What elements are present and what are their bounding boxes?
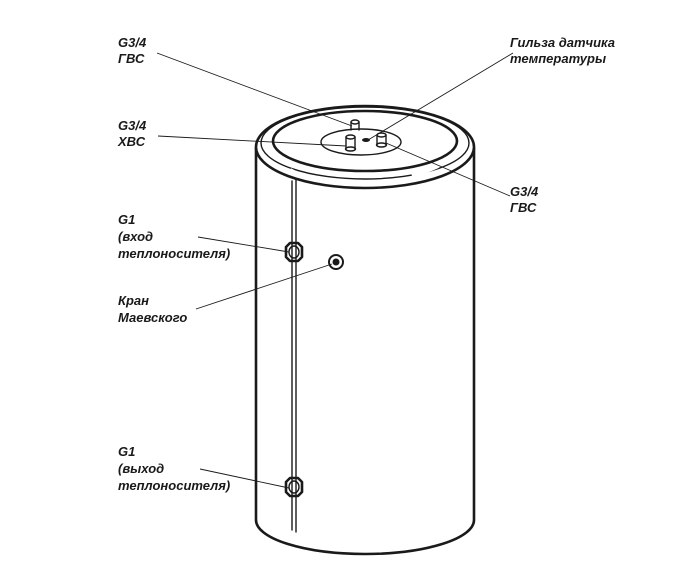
- label-cold-water: G3/4 ХВС: [117, 118, 147, 149]
- label-dhw-right: G3/4 ГВС: [510, 184, 539, 215]
- tank-body: [254, 146, 476, 556]
- label-heat-outlet-line2: (выход: [118, 461, 164, 476]
- leader-dhw-left: [156, 52, 353, 127]
- label-heat-inlet-line2: (вход: [118, 229, 153, 244]
- leader-heat-inlet: [197, 236, 290, 253]
- label-dhw-right-size: G3/4: [510, 184, 539, 199]
- label-cold-water-name: ХВС: [117, 134, 146, 149]
- leader-dhw-right: [385, 142, 511, 197]
- label-heat-outlet-line3: теплоносителя): [118, 478, 230, 493]
- tank-outline: [254, 146, 476, 556]
- leader-sensor: [367, 52, 514, 141]
- leader-heat-outlet: [199, 468, 290, 489]
- label-mayevsky-line1: Кран: [118, 293, 149, 308]
- heat-outlet-fitting: [284, 476, 304, 498]
- leader-mayevsky: [195, 263, 333, 310]
- lid-rim-inner: [260, 106, 470, 180]
- label-dhw-left-size: G3/4: [118, 35, 147, 50]
- label-dhw-left-name: ГВС: [118, 51, 145, 66]
- label-dhw-left: G3/4 ГВС: [118, 35, 147, 66]
- label-heat-inlet-size: G1: [118, 212, 135, 227]
- lid-boss: [320, 128, 402, 156]
- label-mayevsky-line2: Маевского: [118, 310, 187, 325]
- label-heat-outlet-size: G1: [118, 444, 135, 459]
- label-dhw-right-name: ГВС: [510, 200, 537, 215]
- label-heat-outlet: G1 (выход теплоносителя): [118, 444, 230, 493]
- sensor-sleeve: [362, 138, 370, 142]
- label-mayevsky: Кран Маевского: [118, 293, 187, 325]
- lid-outer-rim: [254, 104, 476, 190]
- leader-cold-water: [157, 135, 347, 147]
- label-heat-inlet-line3: теплоносителя): [118, 246, 230, 261]
- label-heat-inlet: G1 (вход теплоносителя): [118, 212, 230, 261]
- label-sensor-line2: температуры: [510, 51, 606, 66]
- cold-water-pipe: [344, 134, 357, 152]
- label-sensor-line1: Гильза датчика: [510, 35, 615, 50]
- label-sensor-sleeve: Гильза датчика температуры: [510, 35, 615, 66]
- label-cold-water-size: G3/4: [118, 118, 147, 133]
- tank-lid: [254, 104, 476, 190]
- lid-plate: [271, 109, 459, 173]
- leader-lines: [156, 52, 514, 489]
- mayevsky-valve: [328, 254, 344, 270]
